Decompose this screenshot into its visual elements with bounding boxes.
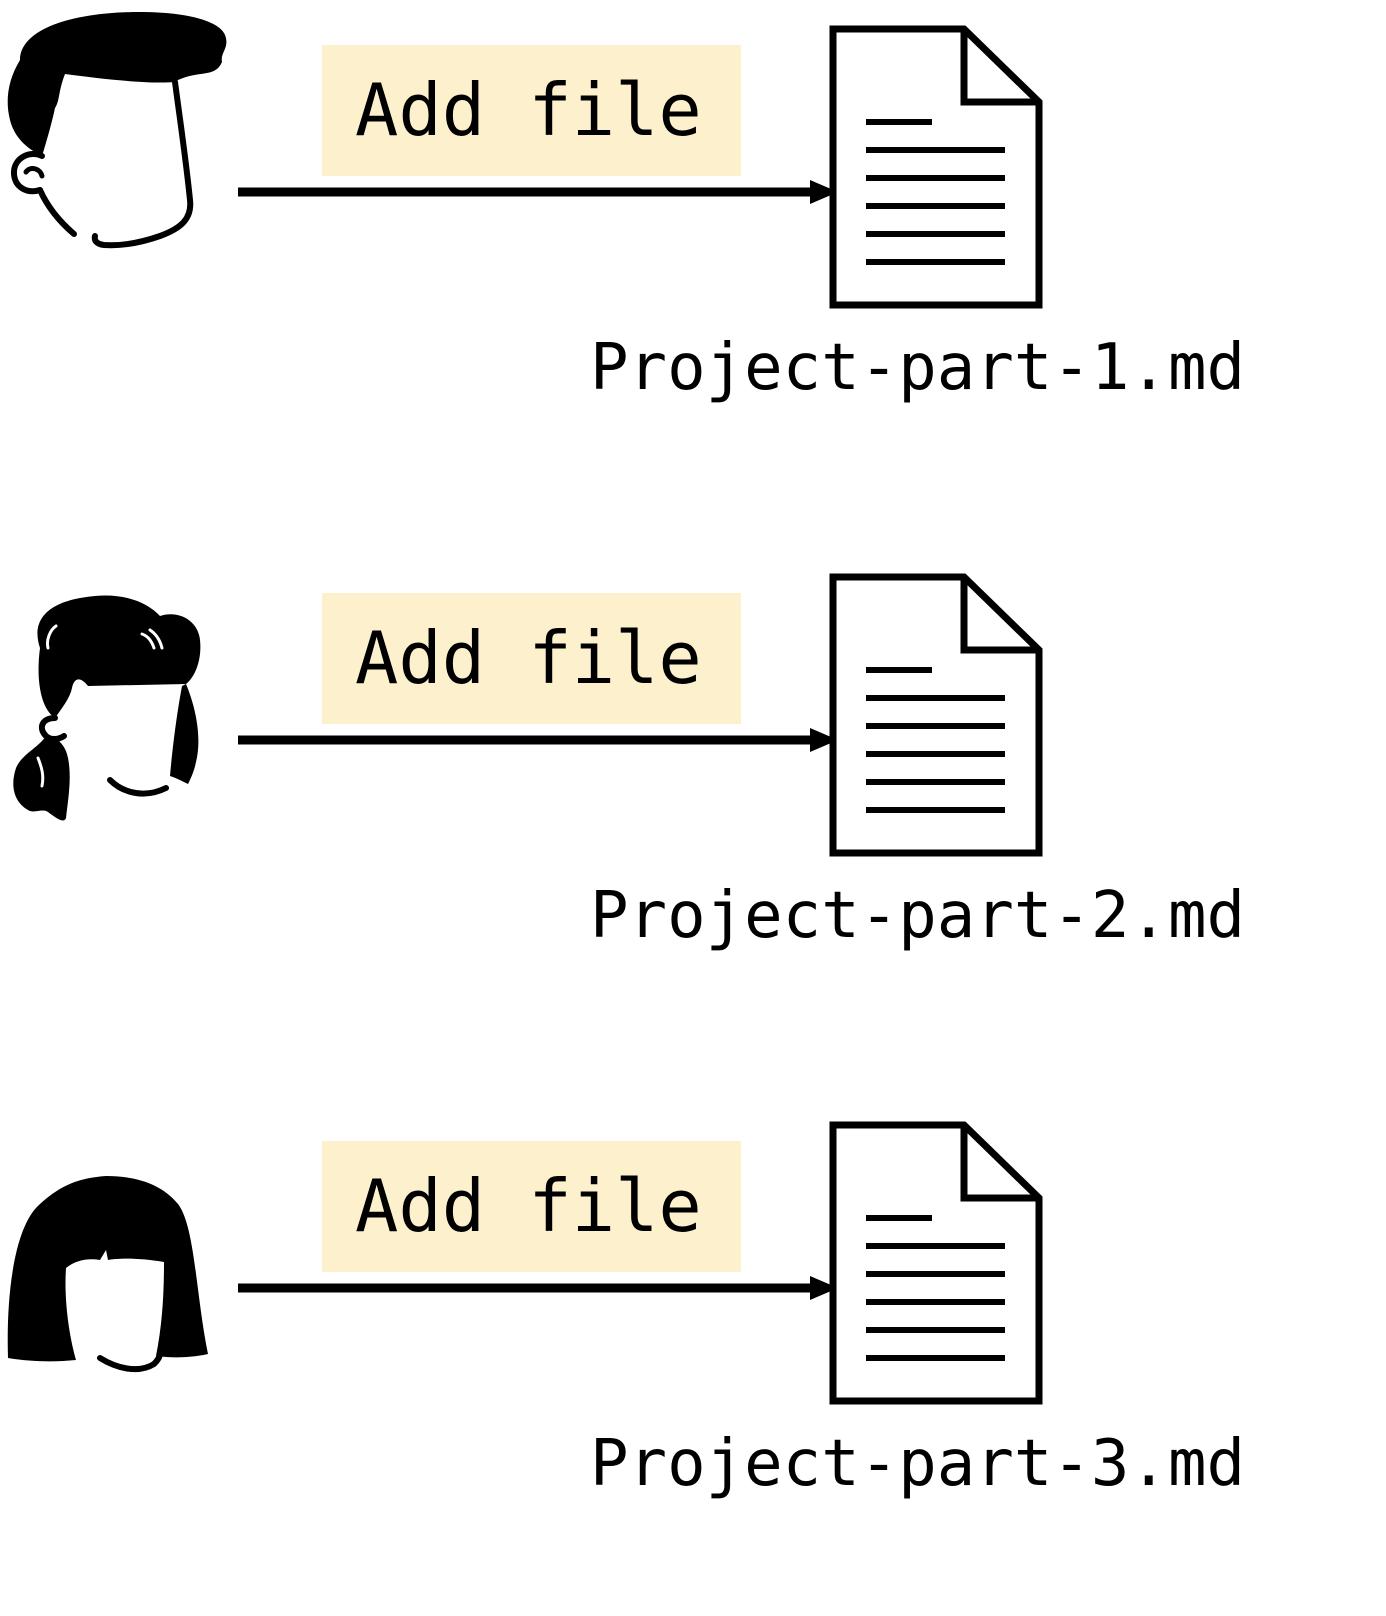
woman-pigtails-face-icon bbox=[13, 595, 201, 821]
add-file-label: Add file bbox=[322, 593, 741, 724]
man-face-icon bbox=[7, 12, 227, 249]
document-icon bbox=[829, 1121, 1043, 1405]
contributor-row: Add file Project-part-1.md bbox=[0, 0, 1386, 420]
file-name: Project-part-2.md bbox=[590, 879, 1246, 953]
document-icon bbox=[829, 25, 1043, 309]
contributor-row: Add file Project-part-2.md bbox=[0, 548, 1386, 968]
add-file-label: Add file bbox=[322, 45, 741, 176]
file-name: Project-part-1.md bbox=[590, 331, 1246, 405]
file-name: Project-part-3.md bbox=[590, 1427, 1246, 1501]
add-file-label: Add file bbox=[322, 1141, 741, 1272]
arrow-right-icon bbox=[238, 180, 838, 204]
woman-bob-face-icon bbox=[7, 1176, 209, 1373]
arrow-right-icon bbox=[238, 728, 838, 752]
contributor-row: Add file Project-part-3.md bbox=[0, 1096, 1386, 1516]
document-icon bbox=[829, 573, 1043, 857]
arrow-right-icon bbox=[238, 1276, 838, 1300]
